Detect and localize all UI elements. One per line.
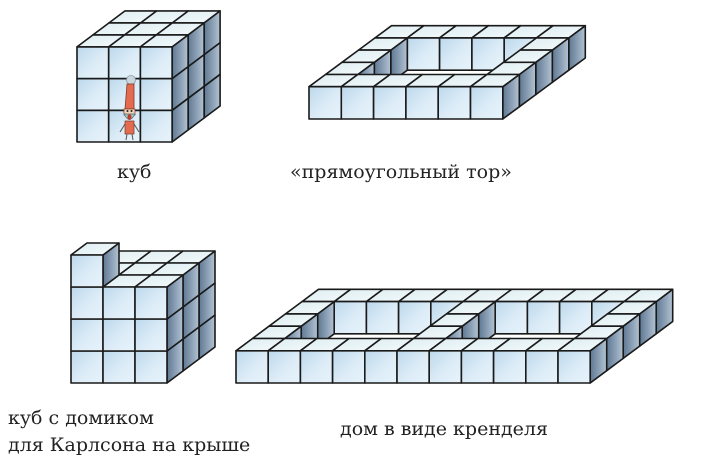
cube-front-face (494, 300, 529, 335)
cube-front-face (331, 349, 366, 384)
label-cube-with-house-line2: для Карлсона на крыше (8, 434, 251, 456)
cube-front-face (134, 286, 168, 320)
figure-pretzel-house (235, 288, 674, 384)
cube-front-face (396, 349, 431, 384)
cube-front-face (235, 349, 270, 384)
cube-front-face (437, 85, 472, 120)
cube-front-face (134, 350, 168, 384)
cube-front-face (76, 109, 110, 143)
cube-front-face (102, 286, 136, 320)
cube-front-face (299, 349, 334, 384)
cube-front-face (139, 77, 173, 112)
cube-front-face (267, 349, 302, 384)
label-cube: куб (117, 161, 152, 183)
cube-front-face (139, 109, 173, 143)
cube-front-face (308, 85, 343, 120)
cube-front-face (107, 77, 142, 112)
cube-front-face (139, 46, 173, 80)
cube-front-face (107, 46, 142, 80)
cube-front-face (526, 300, 561, 335)
cube-front-face (428, 349, 463, 384)
cube-front-face (372, 85, 407, 120)
cube-front-face (492, 349, 527, 384)
figure-cube-with-house (70, 242, 216, 384)
cube-front-face (438, 37, 473, 71)
figure-rect-torus (308, 24, 587, 120)
cube-front-face (76, 77, 110, 112)
cube-front-face (405, 85, 440, 120)
cube-front-face (557, 349, 592, 384)
karlson-gnome-icon (119, 75, 140, 141)
cube-front-face (70, 318, 104, 352)
cube-front-face (333, 300, 368, 335)
cube-front-face (460, 349, 495, 384)
cube-front-face (406, 37, 441, 71)
cube-front-face (365, 300, 400, 335)
figure-cube (76, 10, 221, 143)
cube-front-face (70, 350, 104, 384)
cube-front-face (524, 349, 559, 384)
cube-front-face (134, 318, 168, 352)
label-rect-torus: «прямоугольный тор» (290, 161, 512, 183)
label-cube-with-house-line1: куб с домиком (8, 407, 154, 429)
label-pretzel-house: дом в виде кренделя (340, 418, 548, 440)
cube-front-face (340, 85, 375, 120)
cube-front-face (363, 349, 398, 384)
cube-front-face (102, 318, 136, 352)
cube-front-face (469, 85, 504, 120)
cube-front-face (76, 46, 110, 80)
cube-front-face (70, 254, 104, 288)
cube-front-face (102, 350, 136, 384)
cube-front-face (70, 286, 104, 320)
